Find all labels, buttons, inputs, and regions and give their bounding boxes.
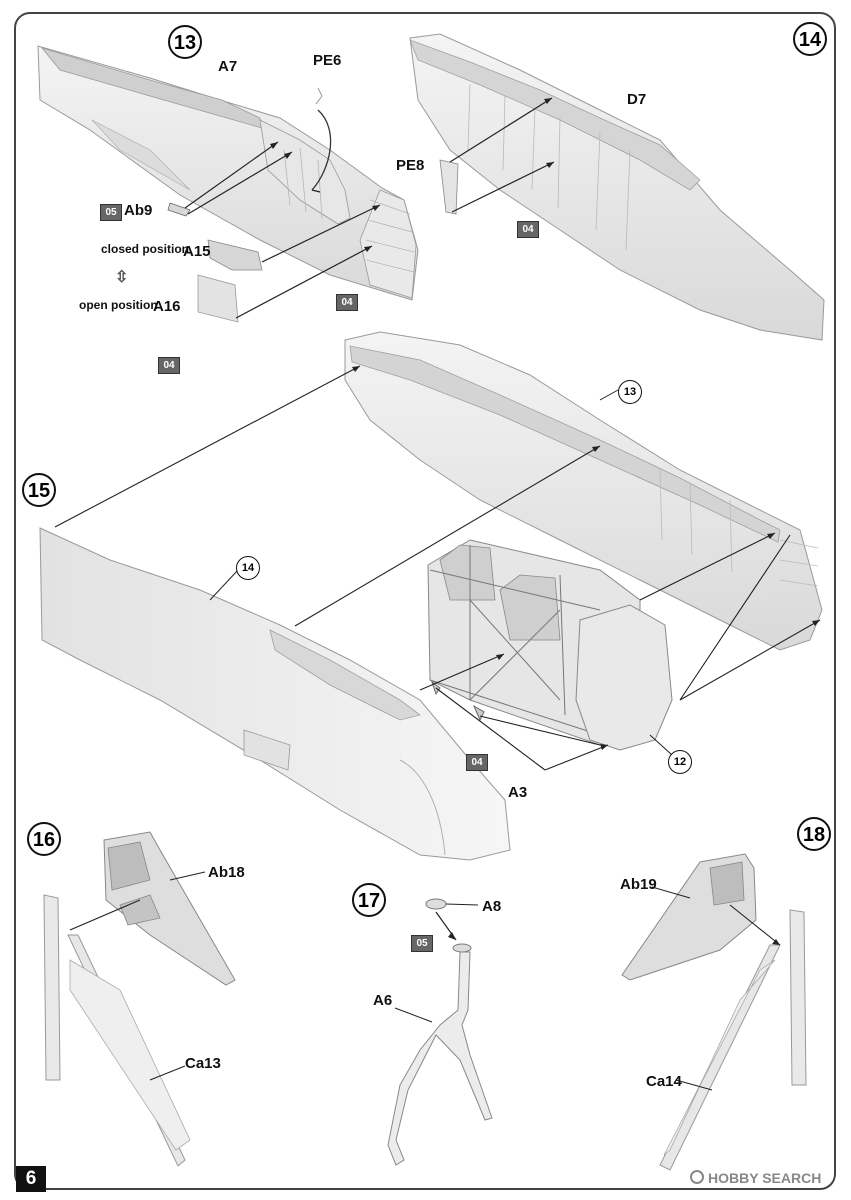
step-number-15: 15 bbox=[22, 473, 56, 507]
part-label-a15: A15 bbox=[183, 243, 211, 260]
part-label-a7: A7 bbox=[218, 58, 238, 75]
closed-position-note: closed position bbox=[101, 242, 190, 256]
step18-wing-strut-right bbox=[621, 853, 807, 1171]
part-label-ab18: Ab18 bbox=[208, 864, 245, 881]
step-number-13: 13 bbox=[168, 25, 202, 59]
part-label-ab9: Ab9 bbox=[124, 202, 153, 219]
watermark-text: HOBBY SEARCH bbox=[708, 1170, 822, 1186]
hobby-search-logo-icon bbox=[690, 1170, 704, 1184]
paint-code-badge: 04 bbox=[158, 357, 180, 374]
part-label-d7: D7 bbox=[627, 91, 647, 108]
step13-fuselage-left-half bbox=[37, 45, 419, 323]
part-label-ab19: Ab19 bbox=[620, 876, 657, 893]
open-position-note: open position bbox=[79, 298, 158, 312]
page-number: 6 bbox=[16, 1166, 46, 1192]
step14-fuselage-right-half bbox=[409, 33, 825, 341]
paint-code-badge: 05 bbox=[100, 204, 122, 221]
step-reference-14: 14 bbox=[236, 556, 260, 580]
paint-code-badge: 05 bbox=[411, 935, 433, 952]
part-label-ca13: Ca13 bbox=[185, 1055, 221, 1072]
step17-strut bbox=[387, 898, 493, 1166]
step16-wing-strut-left bbox=[43, 831, 236, 1167]
paint-code-badge: 04 bbox=[336, 294, 358, 311]
part-label-a6: A6 bbox=[373, 992, 393, 1009]
alternative-option-icon: ⇳ bbox=[115, 269, 129, 286]
part-label-a3: A3 bbox=[508, 784, 528, 801]
part-label-ca14: Ca14 bbox=[646, 1073, 682, 1090]
page-border bbox=[14, 12, 836, 1190]
paint-code-badge: 04 bbox=[466, 754, 488, 771]
step15-fuselage-assembly bbox=[39, 331, 823, 861]
step-number-14: 14 bbox=[793, 22, 827, 56]
step-reference-13: 13 bbox=[618, 380, 642, 404]
step-number-16: 16 bbox=[27, 822, 61, 856]
part-label-a16: A16 bbox=[153, 298, 181, 315]
step-reference-12: 12 bbox=[668, 750, 692, 774]
part-label-pe6: PE6 bbox=[313, 52, 342, 69]
paint-code-badge: 04 bbox=[517, 221, 539, 238]
part-label-a8: A8 bbox=[482, 898, 502, 915]
part-label-pe8: PE8 bbox=[396, 157, 425, 174]
watermark: HOBBY SEARCH bbox=[690, 1170, 821, 1186]
step-number-18: 18 bbox=[797, 817, 831, 851]
step-number-17: 17 bbox=[352, 883, 386, 917]
